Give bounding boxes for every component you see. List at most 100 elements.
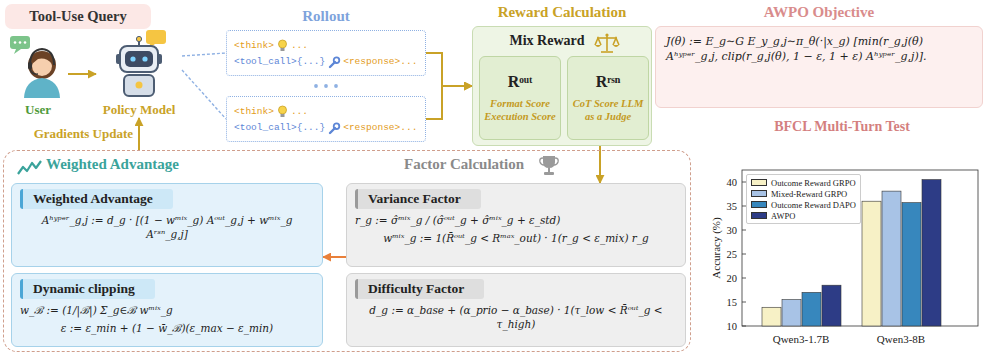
zigzag-icon [18,159,42,177]
axis-tick [742,278,746,279]
legend-label: Outcome Reward GRPO [771,178,856,188]
rollout-tag: <response>... [343,56,417,67]
axis-tick [742,254,746,255]
connector [68,73,96,75]
wrench-icon [328,122,340,134]
figure-label: Policy Model [103,102,176,118]
box-heading: Variance Factor [355,189,481,209]
connector [182,53,226,56]
tick-label: 30 [727,225,738,236]
section-title: Weighted Advantage [46,156,179,173]
figure-label: User [25,102,51,118]
reward-items: CoT Score LLM as a Judge [572,97,644,123]
bar [882,191,901,326]
formula-text: J(θ) := E_g∼G E_y_g,j∼π_θ(·|x_g) [min(r_… [656,27,982,73]
formula-box: Variance Factorr_g := σ̂ᵐⁱˣ_g / (σ̂ᵒᵘᵗ_g… [346,183,686,267]
rollout-tag: <think> [234,40,274,51]
bar [762,307,781,326]
bar [922,180,941,326]
bar [902,203,921,326]
query-pill: Tool-Use Query [5,4,151,29]
tick-label: 10 [727,321,738,332]
connector [426,86,472,119]
connector [182,70,226,119]
chart-legend: Outcome Reward GRPOMixed-Reward GRPOOutc… [746,174,861,224]
legend-swatch [751,212,767,219]
bulb-icon [277,39,288,52]
objective-panel: AWPO ObjectiveJ(θ) := E_g∼G E_y_g,j∼π_θ(… [655,4,983,108]
trophy-icon [539,154,559,176]
advantage-region: Weighted AdvantageFactor CalculationWeig… [3,150,691,352]
rollout-tag: ... [291,40,308,51]
legend-label: Mixed-Reward GRPO [771,189,847,199]
section-title: Factor Calculation [404,156,524,173]
reward-card: RʳˢⁿCoT Score LLM as a Judge [567,56,649,140]
connector [426,53,472,86]
formula-box: Weighted AdvantageAʰʸᵖᵉʳ_g,j := d_g · [(… [11,183,323,267]
box-heading: Difficulty Factor [355,279,484,299]
rollout-tag: <tool_call>{...} [234,56,325,67]
tick-label: 40 [727,177,738,188]
wrench-icon [328,56,340,68]
legend-row: Mixed-Reward GRPO [751,188,856,199]
formula-text: Aʰʸᵖᵉʳ_g,j := d_g · [(1 − wᵐⁱˣ_g) Aᵒᵘᵗ_g… [20,213,314,241]
panel-title: Reward Calculation [472,4,652,26]
axis-tick [742,230,746,231]
section-title: Rollout [302,8,350,25]
rollout-tag: <response>... [343,122,417,133]
legend-label: Outcome Reward DAPO [771,200,856,210]
bulb-icon [277,105,288,118]
formula-text: ε := ε_min + (1 − w̄_ℬ)(ε_max − ε_min) [20,321,314,335]
rollout-box: <think>... <tool_call>{...} <response>... [226,30,426,76]
tick-label: 15 [727,297,738,308]
tick-label: 20 [727,273,738,284]
panel-frame: J(θ) := E_g∼G E_y_g,j∼π_θ(·|x_g) [min(r_… [655,26,983,108]
formula-text: wᵐⁱˣ_g := 1(R̄ᵒᵘᵗ_g < Rᵐᵃˣ_out) · 1(r_g … [355,231,677,245]
axis-tick [742,326,746,327]
connector [599,146,601,183]
rollout-tag: ... [291,106,308,117]
bar [862,201,881,326]
plot-frame [742,170,978,326]
connector [138,118,140,150]
policy-model: Policy Model [96,30,182,118]
reward-symbol: Rʳˢⁿ [596,73,621,91]
reward-symbol: Rᵒᵘᵗ [508,73,533,91]
bar [802,292,821,326]
legend-swatch [751,190,767,197]
reward-items: Format Score Execution Score [484,97,556,123]
box-heading: Weighted Advantage [20,189,173,209]
bar [782,300,801,326]
user-figure: User [8,34,68,118]
formula-text: w_ℬ := (1/|ℬ|) Σ_g∈ℬ wᵐⁱˣ_g [20,303,173,317]
scale-icon [595,32,619,54]
axis-title: Accuracy (%) [710,217,722,278]
connector [323,256,346,258]
reward-card: RᵒᵘᵗFormat Score Execution Score [479,56,561,140]
bar [822,285,841,326]
tick-label: 35 [727,201,738,212]
rollout-tag: <think> [234,106,274,117]
axis-tick [742,302,746,303]
query-title: Tool-Use Query [29,8,126,25]
reward-panel: Reward CalculationMix RewardRᵒᵘᵗFormat S… [472,4,652,146]
legend-swatch [751,201,767,208]
robot-icon [96,30,182,100]
legend-row: AWPO [751,210,856,221]
box-heading: Dynamic clipping [20,279,155,299]
legend-label: AWPO [771,211,795,221]
formula-box: Difficulty Factor d_g := α_base + (α_prio… [346,273,686,347]
legend-row: Outcome Reward GRPO [751,177,856,188]
chart-title: BFCL Multi-Turn Test [774,119,910,135]
legend-row: Outcome Reward DAPO [751,199,856,210]
rollout-tag: <tool_call>{...} [234,122,325,133]
user-icon [8,34,68,100]
tick-label: 25 [727,249,738,260]
category-label: Qwen3-8B [877,333,925,345]
rollout-box: <think>... <tool_call>{...} <response>... [226,96,426,142]
formula-text: d_g := α_base + (α_prio − α_base) · 1(τ_… [355,303,677,331]
formula-box: Dynamic clipping w_ℬ := (1/|ℬ|) Σ_g∈ℬ wᵐⁱ… [11,273,323,347]
ellipsis-dots [314,84,338,88]
